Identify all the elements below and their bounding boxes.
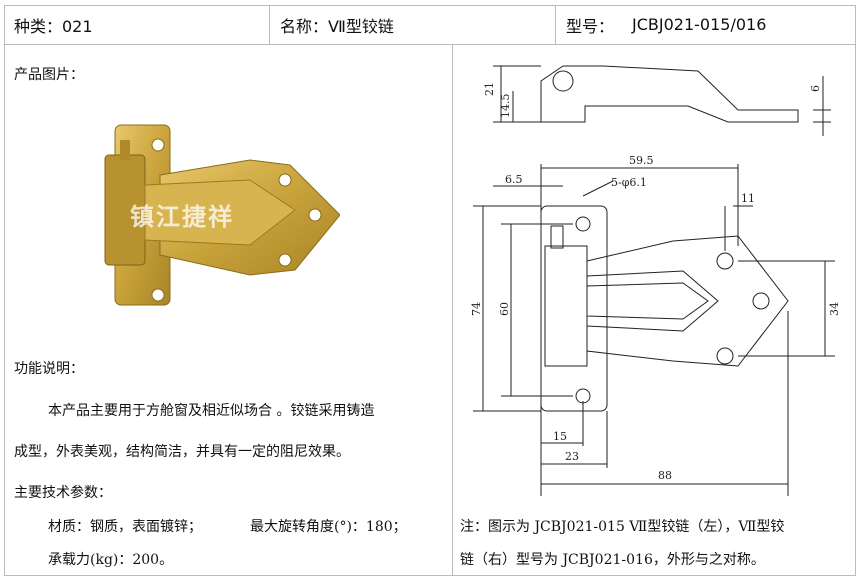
dim-11: 11 — [741, 192, 755, 205]
category-cell: 种类：021 — [4, 5, 270, 45]
spec-sheet-frame — [4, 5, 856, 576]
dim-34: 34 — [828, 302, 841, 316]
photo-title: 产品图片： — [14, 67, 84, 83]
model-cell: 型号： JCBJ021-015/016 — [556, 5, 856, 45]
model-label: 型号： — [566, 16, 615, 36]
dim-6-5: 6.5 — [505, 173, 523, 186]
divider — [269, 5, 270, 45]
category-text: 种类：021 — [14, 16, 93, 36]
dim-holes: 5-φ6.1 — [611, 176, 647, 189]
dim-15: 15 — [553, 430, 567, 443]
product-photo: 镇江捷祥 — [104, 124, 340, 306]
technical-drawing: 21 14.5 6 59.5 6.5 5-φ6.1 11 74 60 34 15… — [470, 65, 841, 496]
param-rotation: 最大旋转角度(°)：180； — [250, 519, 407, 535]
dim-59-5: 59.5 — [629, 154, 654, 167]
note-line-1: 注：图示为 JCBJ021-015 Ⅶ型铰链（左），Ⅶ型铰 — [460, 519, 785, 535]
dim-14-5: 14.5 — [499, 94, 512, 119]
params-title: 主要技术参数： — [14, 485, 112, 501]
dim-74: 74 — [470, 302, 483, 316]
note-line-2: 链（右）型号为 JCBJ021-016，外形与之对称。 — [460, 552, 765, 568]
function-text-1: 本产品主要用于方舱窗及相近似场合 。铰链采用铸造 — [48, 403, 375, 419]
dim-88: 88 — [658, 469, 672, 482]
param-load: 承载力(kg)：200。 — [48, 552, 174, 568]
name-text: 名称：Ⅶ型铰链 — [280, 16, 394, 36]
dim-60: 60 — [498, 302, 511, 316]
param-material: 材质：钢质，表面镀锌； — [48, 519, 202, 535]
name-cell: 名称：Ⅶ型铰链 — [270, 5, 556, 45]
model-value: JCBJ021-015/016 — [632, 15, 767, 34]
function-title: 功能说明： — [14, 361, 84, 377]
function-text-2: 成型，外表美观，结构简洁，并具有一定的阻尼效果。 — [14, 444, 350, 460]
watermark: 镇江捷祥 — [130, 203, 234, 231]
dim-23: 23 — [565, 450, 579, 463]
dim-21: 21 — [483, 82, 496, 96]
dim-6: 6 — [809, 85, 822, 92]
divider — [555, 5, 556, 45]
divider — [452, 45, 453, 576]
